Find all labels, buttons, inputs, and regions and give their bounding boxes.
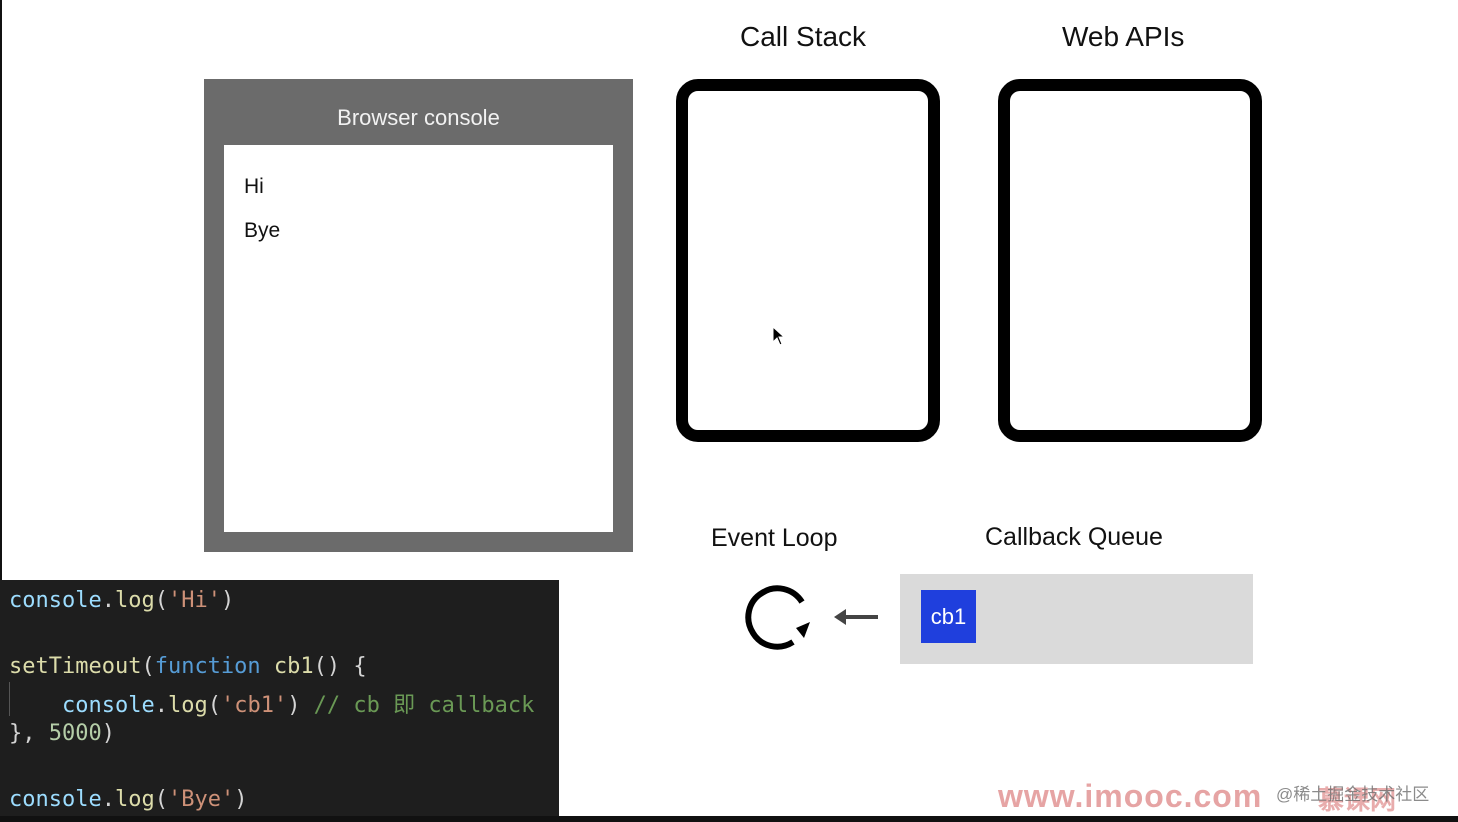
imooc-watermark: www.imooc.com bbox=[998, 778, 1263, 814]
code-comment: // cb 即 callback bbox=[300, 693, 535, 718]
code-token: log bbox=[114, 787, 155, 812]
code-token: setTimeout bbox=[9, 654, 142, 679]
code-token: 'Bye' bbox=[167, 787, 235, 812]
code-line: setTimeout(function cb1() { bbox=[9, 654, 367, 679]
code-line: console.log('Hi') bbox=[9, 588, 234, 613]
left-border bbox=[0, 0, 2, 822]
console-output: Hi Bye bbox=[224, 145, 613, 532]
code-token: 'Hi' bbox=[167, 588, 221, 613]
code-token: . bbox=[101, 787, 115, 812]
code-line: console.log('Bye') bbox=[9, 787, 247, 812]
code-editor: console.log('Hi') setTimeout(function cb… bbox=[0, 580, 559, 816]
code-token: console bbox=[9, 588, 102, 613]
callback-queue-label: Callback Queue bbox=[985, 523, 1163, 551]
code-token: console bbox=[61, 693, 155, 718]
mukewang-watermark: 慕课网 bbox=[1318, 785, 1397, 815]
browser-console: Browser console Hi Bye bbox=[204, 79, 633, 552]
code-token: ) bbox=[287, 693, 301, 718]
code-token: ) bbox=[220, 588, 235, 613]
code-token: ( bbox=[141, 654, 155, 679]
event-loop-label: Event Loop bbox=[711, 524, 838, 552]
browser-console-title: Browser console bbox=[337, 105, 500, 130]
code-token: cb1 bbox=[260, 654, 314, 679]
code-token: }, bbox=[9, 721, 49, 746]
code-line: console.log('cb1') // cb 即 callback bbox=[9, 687, 534, 719]
code-token: console bbox=[9, 787, 102, 812]
code-line: }, 5000) bbox=[9, 721, 115, 746]
code-token: ( bbox=[154, 787, 168, 812]
code-token bbox=[9, 693, 62, 718]
code-token: ( bbox=[154, 588, 168, 613]
refresh-icon bbox=[745, 585, 810, 650]
code-token: . bbox=[154, 693, 168, 718]
callback-queue-box: cb1 bbox=[900, 574, 1253, 664]
queue-item-cb1: cb1 bbox=[921, 590, 976, 643]
mouse-cursor-icon bbox=[772, 326, 786, 346]
arrow-left-icon bbox=[834, 609, 878, 625]
indent-guide bbox=[9, 682, 10, 716]
bottom-border bbox=[0, 816, 1458, 822]
code-token: ) bbox=[101, 721, 115, 746]
code-token: function bbox=[154, 654, 261, 679]
console-line-hi: Hi bbox=[244, 175, 264, 198]
code-token: 'cb1' bbox=[220, 693, 288, 718]
console-line-bye: Bye bbox=[244, 219, 281, 242]
code-token: log bbox=[167, 693, 208, 718]
juejin-watermark: @稀土掘金技术社区 bbox=[1276, 785, 1430, 804]
call-stack-box bbox=[676, 79, 940, 442]
web-apis-box bbox=[998, 79, 1262, 442]
code-token: ) bbox=[234, 787, 248, 812]
call-stack-label: Call Stack bbox=[740, 21, 867, 52]
web-apis-label: Web APIs bbox=[1062, 21, 1185, 52]
code-token: . bbox=[101, 588, 115, 613]
code-token: 5000 bbox=[48, 721, 102, 746]
code-token: () { bbox=[313, 654, 367, 679]
code-token: log bbox=[114, 588, 155, 613]
code-token: ( bbox=[207, 693, 221, 718]
